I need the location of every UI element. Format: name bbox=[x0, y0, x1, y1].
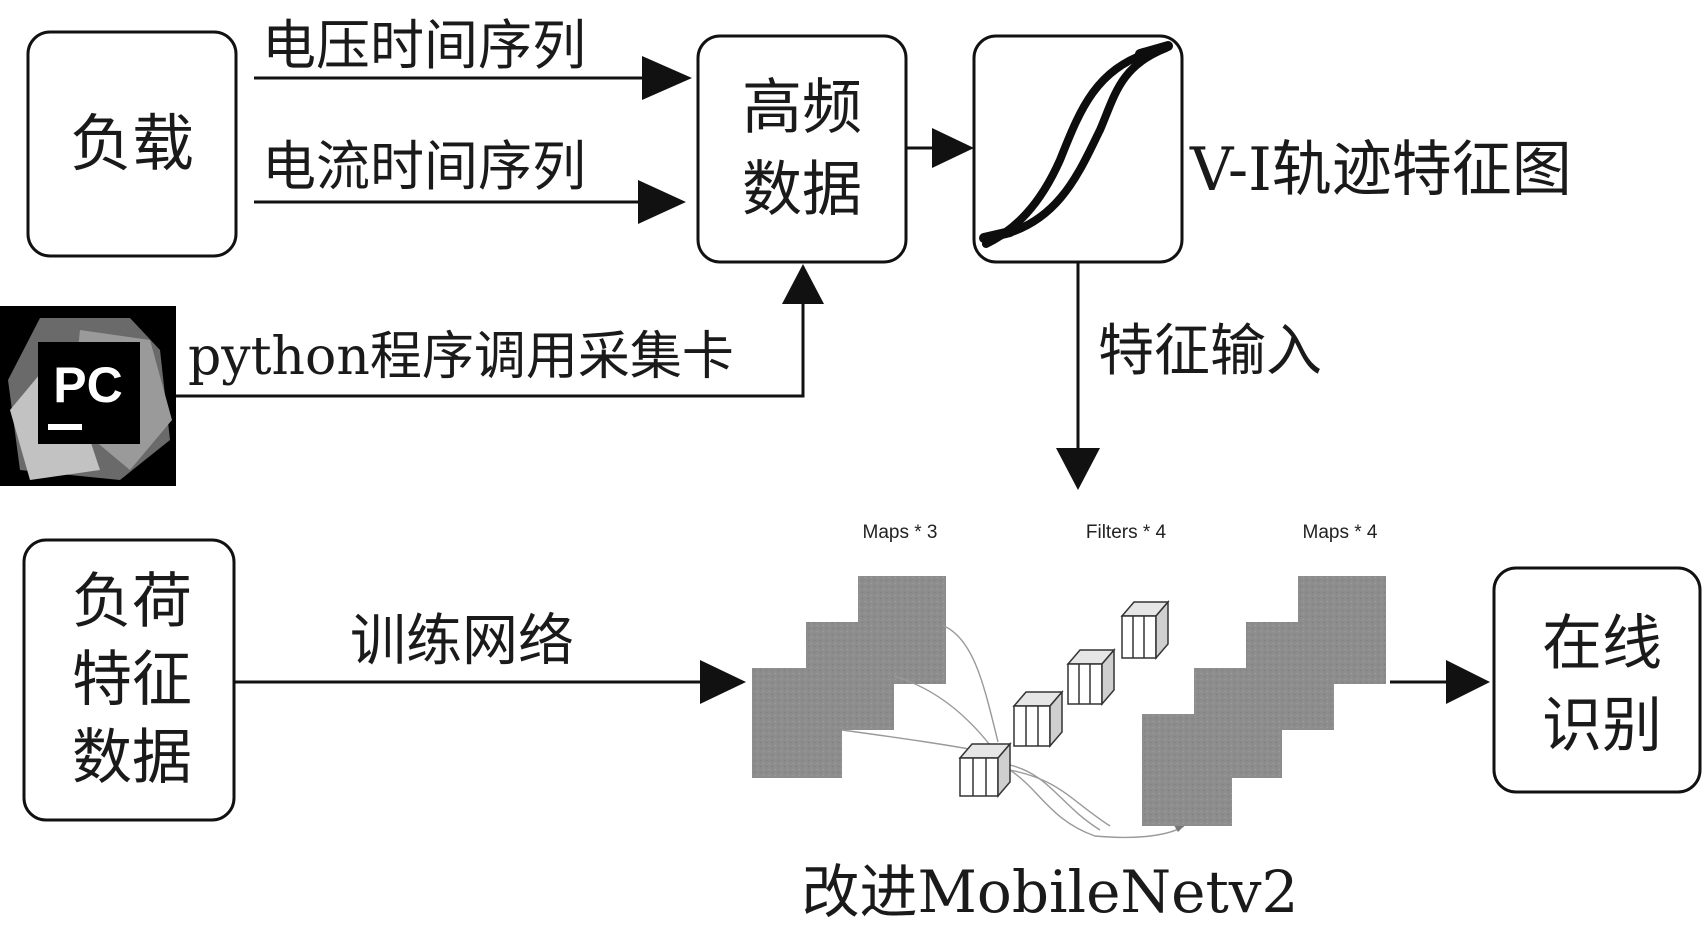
feature-input-label: 特征输入 bbox=[1098, 319, 1322, 384]
online-label-2: 识别 bbox=[1542, 691, 1662, 761]
filter-cube-2 bbox=[1012, 689, 1064, 749]
train-arrow bbox=[234, 660, 746, 704]
load-feature-label-2: 特征 bbox=[72, 645, 192, 715]
online-label-1: 在线 bbox=[1542, 609, 1662, 679]
maps-out-label: Maps * 4 bbox=[1303, 522, 1378, 543]
hf-data-label-1: 高频 bbox=[742, 73, 862, 143]
load-label: 负载 bbox=[70, 107, 194, 180]
vi-trajectory-label: V-I轨迹特征图 bbox=[1189, 135, 1572, 205]
python-call-label: python程序调用采集卡 bbox=[188, 327, 734, 387]
filter-cube-4 bbox=[1120, 599, 1170, 661]
current-arrow bbox=[254, 180, 686, 224]
mobilenet-illustration: Maps * 3 Filters * 4 Maps * 4 bbox=[752, 522, 1386, 926]
network-caption: 改进MobileNetv2 bbox=[802, 858, 1299, 926]
load-feature-box: 负荷 特征 数据 bbox=[22, 538, 236, 822]
pycharm-logo-text: PC bbox=[53, 357, 122, 413]
current-seq-label: 电流时间序列 bbox=[262, 135, 586, 198]
pycharm-logo: PC bbox=[0, 306, 176, 486]
hf-data-box: 高频 数据 bbox=[696, 34, 908, 264]
hf-data-label-2: 数据 bbox=[742, 155, 862, 225]
output-map-4 bbox=[1142, 714, 1232, 826]
load-feature-label-1: 负荷 bbox=[72, 567, 192, 637]
filters-label: Filters * 4 bbox=[1086, 522, 1167, 543]
hf-to-vi-arrow bbox=[906, 128, 974, 168]
feature-input-arrow bbox=[1056, 262, 1100, 490]
load-box: 负载 bbox=[26, 30, 238, 258]
filter-cube-3 bbox=[1066, 647, 1116, 707]
vi-trajectory-curve bbox=[979, 41, 1173, 248]
voltage-arrow bbox=[254, 56, 692, 100]
maps-in-label: Maps * 3 bbox=[863, 522, 938, 543]
filter-cube-1 bbox=[958, 741, 1012, 799]
python-arrow bbox=[176, 264, 824, 398]
train-network-label: 训练网络 bbox=[350, 609, 574, 674]
voltage-seq-label: 电压时间序列 bbox=[262, 14, 586, 77]
input-map-3 bbox=[752, 668, 842, 778]
online-arrow bbox=[1390, 660, 1490, 704]
online-recognition-box: 在线 识别 bbox=[1492, 566, 1702, 794]
vi-trajectory-box bbox=[972, 34, 1184, 264]
load-feature-label-3: 数据 bbox=[72, 723, 192, 793]
